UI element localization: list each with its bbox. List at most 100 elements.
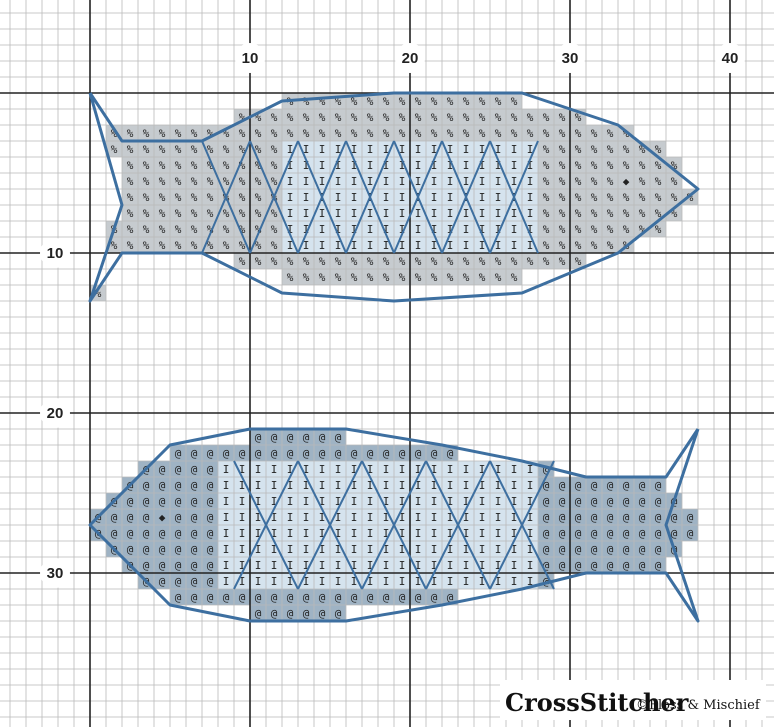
stitch-symbol: % xyxy=(543,127,550,140)
stitch-symbol: % xyxy=(479,111,486,124)
stitch-symbol: @ xyxy=(191,463,198,476)
stitch-symbol: % xyxy=(175,191,182,204)
stitch-symbol: % xyxy=(223,239,230,252)
stitch-symbol: % xyxy=(655,191,662,204)
stitch-symbol: % xyxy=(447,111,454,124)
stitch-symbol: % xyxy=(207,207,214,220)
stitch-symbol: % xyxy=(271,159,278,172)
stitch-symbol: I xyxy=(479,175,486,188)
stitch-symbol: I xyxy=(495,511,502,524)
stitch-symbol: % xyxy=(287,111,294,124)
stitch-symbol: % xyxy=(319,271,326,284)
stitch-symbol: @ xyxy=(175,479,182,492)
stitch-symbol: % xyxy=(527,127,534,140)
stitch-symbol: % xyxy=(559,255,566,268)
stitch-symbol: @ xyxy=(207,447,214,460)
y-axis-marker: 30 xyxy=(47,565,64,582)
stitch-symbol: % xyxy=(511,127,518,140)
stitch-symbol: % xyxy=(591,175,598,188)
stitch-symbol: @ xyxy=(143,559,150,572)
stitch-symbol: % xyxy=(607,159,614,172)
stitch-symbol: % xyxy=(383,127,390,140)
stitch-symbol: @ xyxy=(575,479,582,492)
stitch-symbol: @ xyxy=(415,591,422,604)
stitch-symbol: @ xyxy=(319,607,326,620)
stitch-symbol: I xyxy=(383,463,390,476)
stitch-symbol: @ xyxy=(287,431,294,444)
y-axis-marker: 10 xyxy=(47,245,64,262)
stitch-symbol: I xyxy=(351,175,358,188)
stitch-symbol: @ xyxy=(111,527,118,540)
stitch-symbol: @ xyxy=(191,495,198,508)
stitch-symbol: % xyxy=(143,159,150,172)
stitch-symbol: @ xyxy=(303,431,310,444)
stitch-symbol: % xyxy=(175,159,182,172)
stitch-symbol: @ xyxy=(575,543,582,556)
stitch-symbol: % xyxy=(591,191,598,204)
stitch-symbol: % xyxy=(271,175,278,188)
stitch-symbol: @ xyxy=(639,495,646,508)
stitch-symbol: I xyxy=(239,511,246,524)
stitch-symbol: I xyxy=(303,511,310,524)
stitch-symbol: @ xyxy=(543,543,550,556)
stitch-symbol: % xyxy=(319,127,326,140)
stitch-symbol: % xyxy=(415,271,422,284)
stitch-symbol: @ xyxy=(175,575,182,588)
stitch-symbol: @ xyxy=(431,447,438,460)
stitch-symbol: @ xyxy=(655,543,662,556)
stitch-symbol: % xyxy=(367,95,374,108)
stitch-symbol: I xyxy=(399,175,406,188)
stitch-symbol: I xyxy=(463,207,470,220)
stitch-symbol: I xyxy=(495,175,502,188)
stitch-symbol: % xyxy=(463,95,470,108)
stitch-symbol: % xyxy=(447,127,454,140)
stitch-symbol: I xyxy=(351,207,358,220)
stitch-symbol: % xyxy=(623,143,630,156)
stitch-symbol: @ xyxy=(399,591,406,604)
x-axis-marker: 30 xyxy=(562,50,579,67)
stitch-symbol: % xyxy=(127,191,134,204)
stitch-symbol: @ xyxy=(159,463,166,476)
stitch-symbol: % xyxy=(399,127,406,140)
stitch-symbol: @ xyxy=(639,479,646,492)
stitch-symbol: % xyxy=(639,159,646,172)
stitch-symbol: % xyxy=(207,191,214,204)
stitch-symbol: % xyxy=(207,175,214,188)
stitch-symbol: % xyxy=(159,191,166,204)
stitch-symbol: @ xyxy=(175,463,182,476)
stitch-symbol: @ xyxy=(623,511,630,524)
stitch-symbol: I xyxy=(335,575,342,588)
stitch-symbol: I xyxy=(367,143,374,156)
stitch-symbol: % xyxy=(607,143,614,156)
stitch-symbol: % xyxy=(367,127,374,140)
stitch-symbol: I xyxy=(431,207,438,220)
stitch-symbol: I xyxy=(495,543,502,556)
stitch-symbol: I xyxy=(463,239,470,252)
stitch-symbol: % xyxy=(559,191,566,204)
stitch-symbol: % xyxy=(575,159,582,172)
stitch-symbol: % xyxy=(559,143,566,156)
stitch-symbol: % xyxy=(511,271,518,284)
stitch-symbol: @ xyxy=(607,495,614,508)
stitch-symbol: I xyxy=(511,463,518,476)
stitch-symbol: I xyxy=(367,175,374,188)
stitch-symbol: % xyxy=(415,111,422,124)
stitch-symbol: I xyxy=(479,543,486,556)
stitch-symbol: I xyxy=(511,223,518,236)
stitch-symbol: I xyxy=(383,207,390,220)
stitch-symbol: @ xyxy=(111,511,118,524)
stitch-symbol: I xyxy=(399,479,406,492)
stitch-symbol: I xyxy=(431,495,438,508)
stitch-symbol: % xyxy=(447,95,454,108)
stitch-symbol: % xyxy=(559,159,566,172)
y-axis-marker: 20 xyxy=(47,405,64,422)
stitch-symbol: % xyxy=(319,111,326,124)
stitch-symbol: @ xyxy=(335,447,342,460)
stitch-symbol: I xyxy=(319,575,326,588)
stitch-symbol: % xyxy=(495,271,502,284)
stitch-symbol: @ xyxy=(271,591,278,604)
stitch-symbol: % xyxy=(575,175,582,188)
stitch-symbol: % xyxy=(607,127,614,140)
stitch-symbol: ◆ xyxy=(623,175,630,188)
